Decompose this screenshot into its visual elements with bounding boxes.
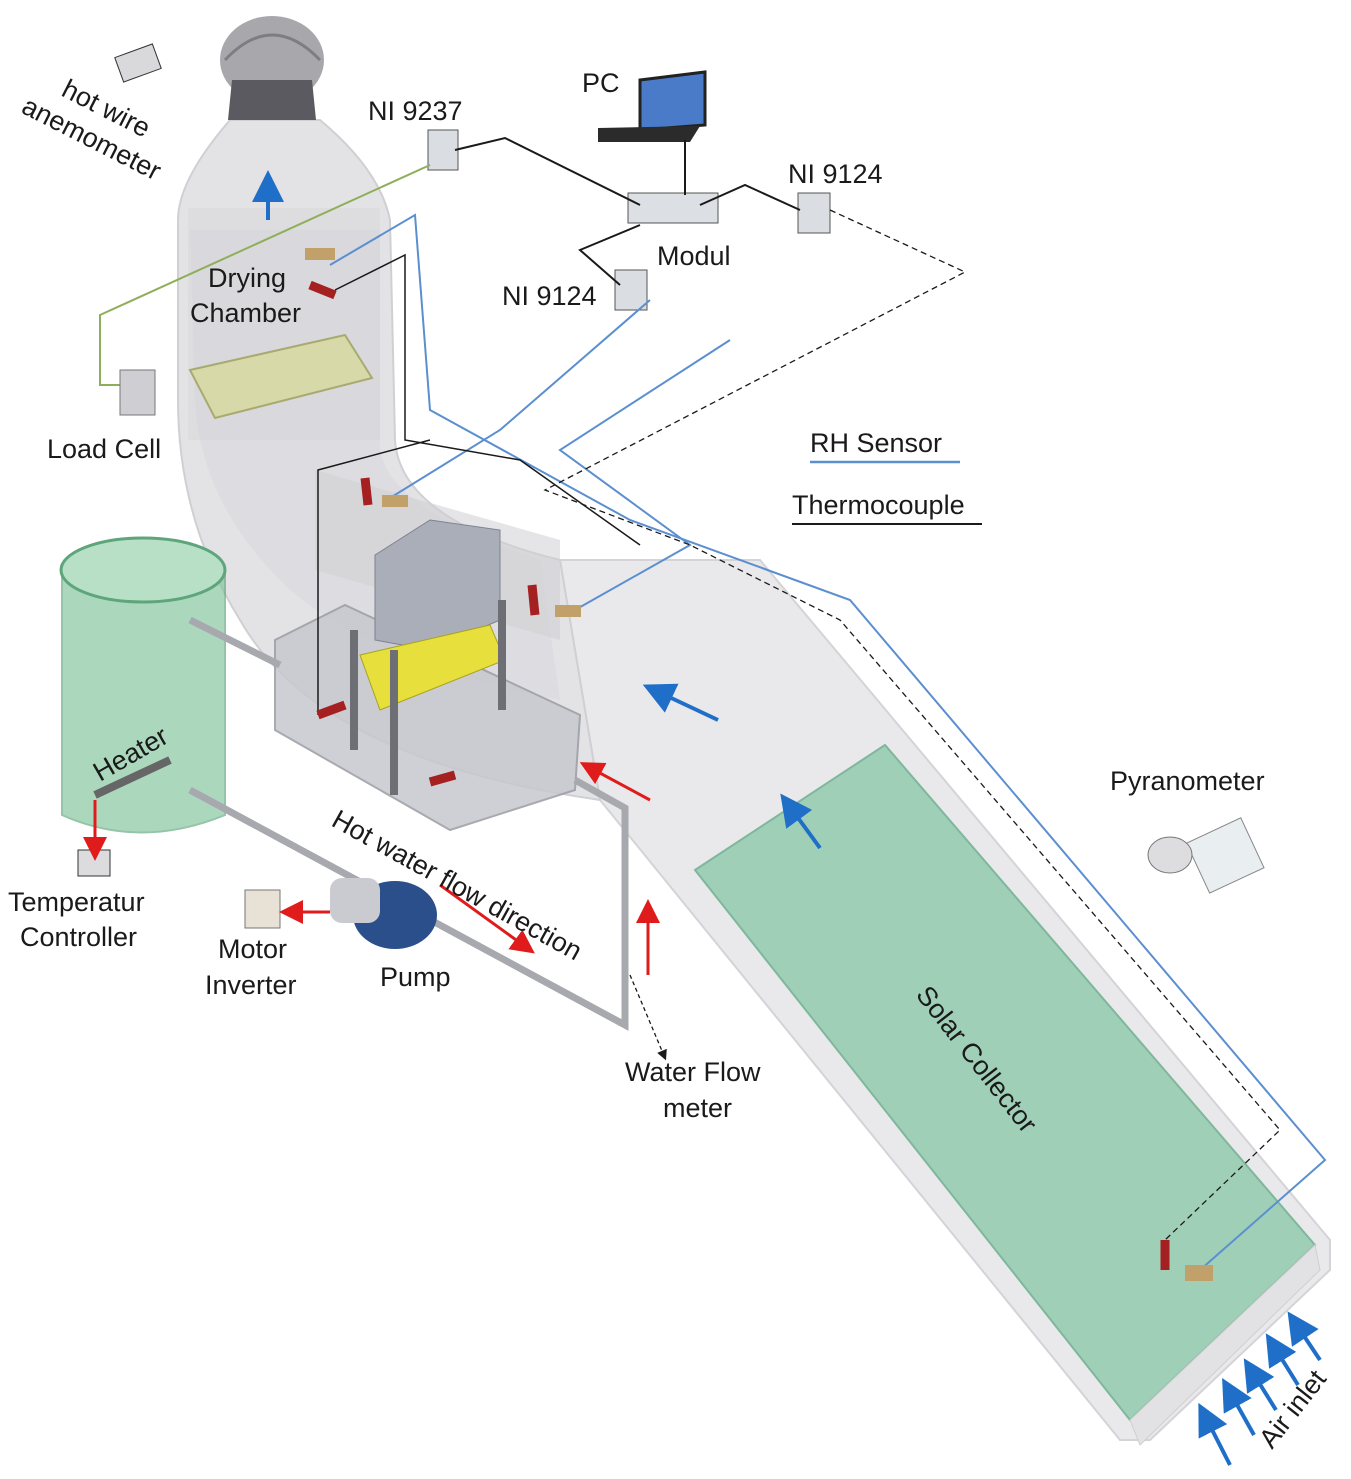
drying-chamber xyxy=(188,208,380,440)
water-flow-meter-label-1: Water Flow xyxy=(625,1057,761,1087)
legend xyxy=(792,460,982,525)
daq-hardware xyxy=(427,70,831,311)
modul-label: Modul xyxy=(657,241,731,271)
pump-label: Pump xyxy=(380,962,451,992)
heat-exchanger xyxy=(274,470,582,832)
pc-label: PC xyxy=(582,68,620,98)
solar-collector-plate xyxy=(693,743,1321,1446)
drying-chamber-label-1: Drying xyxy=(208,263,286,293)
pyranometer-label: Pyranometer xyxy=(1110,766,1265,796)
motor-inverter-label-1: Motor xyxy=(218,934,287,964)
instruments xyxy=(77,43,1265,929)
temperature-controller-label-1: Temperatur xyxy=(8,887,145,917)
turbine-ventilator xyxy=(220,16,324,120)
motor-inverter-label-2: Inverter xyxy=(205,970,297,1000)
water-flow-meter-label-2: meter xyxy=(663,1093,732,1123)
wiring xyxy=(99,136,1327,1271)
temperature-controller-label-2: Controller xyxy=(20,922,137,952)
flow-meter-pointer xyxy=(629,974,667,1061)
ni-9124-right-label: NI 9124 xyxy=(788,159,883,189)
ni-9124-left-label: NI 9124 xyxy=(502,281,597,311)
thermocouple-label: Thermocouple xyxy=(792,490,965,520)
sensors xyxy=(305,248,1213,1281)
airflow-arrows xyxy=(252,170,1322,1466)
pump xyxy=(330,878,437,949)
water-flow-arrows xyxy=(83,762,660,975)
water-tank xyxy=(59,536,227,834)
rh-sensor-label: RH Sensor xyxy=(810,428,942,458)
ni-9237-label: NI 9237 xyxy=(368,96,463,126)
drying-chamber-label-2: Chamber xyxy=(190,298,301,328)
load-cell-label: Load Cell xyxy=(47,434,161,464)
